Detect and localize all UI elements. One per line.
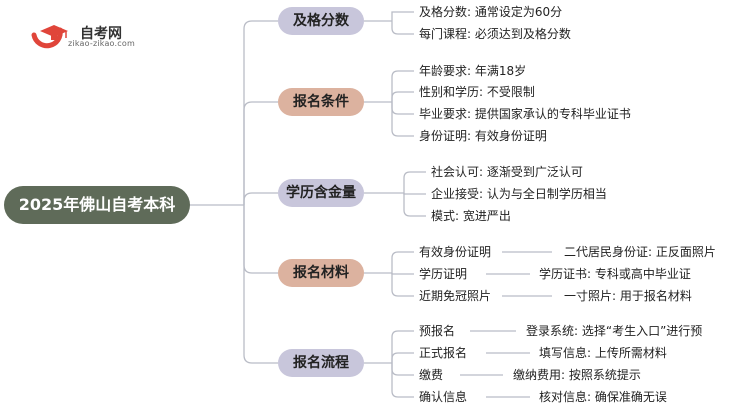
leaf-detail: 核对信息: 确保准确无误 — [539, 390, 667, 404]
leaf-text: 性别和学历: 不受限制 — [419, 85, 535, 99]
branch-passing-score: 及格分数 — [278, 7, 364, 35]
logo-brand: 自考网 — [80, 26, 122, 42]
leaf-connector — [391, 273, 414, 297]
leaf-text: 缴费 — [419, 368, 444, 382]
leaf-connector — [391, 21, 414, 35]
leaf-connector — [391, 102, 414, 115]
leaf-connector — [403, 193, 426, 217]
leaf-connector — [391, 251, 414, 273]
leaf-text: 预报名 — [419, 324, 456, 338]
leaf-connector — [391, 273, 414, 275]
leaf-connector — [403, 193, 426, 195]
branch-connector — [243, 101, 278, 205]
leaf-detail: 登录系统: 选择“考生入口”进行预 — [526, 324, 703, 338]
leaf-text: 模式: 宽进严出 — [431, 209, 511, 223]
branch-degree-value: 学历含金量 — [278, 179, 364, 207]
leaf-connector — [391, 352, 414, 363]
leaf-detail: 填写信息: 上传所需材料 — [539, 346, 667, 360]
leaf-connector — [391, 363, 414, 398]
leaf-text: 毕业要求: 提供国家承认的专科毕业证书 — [419, 107, 631, 121]
leaf-connector — [391, 330, 414, 363]
leaf-text: 正式报名 — [419, 346, 468, 360]
branch-connector — [243, 205, 278, 364]
leaf-text: 学历证明 — [419, 267, 468, 281]
logo-url: zikao-zikao.com — [68, 39, 135, 48]
branch-connector — [243, 20, 278, 205]
leaf-text: 企业接受: 认为与全日制学历相当 — [431, 187, 607, 201]
leaf-text: 有效身份证明 — [419, 245, 492, 259]
branch-process: 报名流程 — [278, 349, 364, 377]
leaf-connector — [391, 91, 414, 102]
leaf-connector — [391, 363, 414, 376]
graduation-cap-icon — [31, 25, 68, 49]
logo — [30, 20, 70, 54]
leaf-connector — [391, 70, 414, 102]
leaf-text: 身份证明: 有效身份证明 — [419, 129, 547, 143]
leaf-detail: 学历证书: 专科或高中毕业证 — [539, 267, 691, 281]
branch-connector — [243, 192, 278, 205]
leaf-text: 确认信息 — [419, 390, 468, 404]
leaf-text: 近期免冠照片 — [419, 289, 492, 303]
leaf-text: 年龄要求: 年满18岁 — [419, 64, 527, 78]
branch-materials: 报名材料 — [278, 259, 364, 287]
leaf-connector — [391, 102, 414, 137]
leaf-detail: 二代居民身份证: 正反面照片 — [564, 245, 716, 259]
leaf-text: 每门课程: 必须达到及格分数 — [419, 27, 571, 41]
leaf-text: 社会认可: 逐渐受到广泛认可 — [431, 165, 583, 179]
leaf-detail: 一寸照片: 用于报名材料 — [564, 289, 692, 303]
root-node: 2025年佛山自考本科 — [4, 186, 190, 224]
leaf-connector — [403, 171, 426, 193]
leaf-text: 及格分数: 通常设定为60分 — [419, 5, 563, 19]
branch-requirements: 报名条件 — [278, 88, 364, 116]
branch-connector — [243, 205, 278, 274]
leaf-detail: 缴纳费用: 按照系统提示 — [513, 368, 641, 382]
leaf-connector — [391, 11, 414, 21]
